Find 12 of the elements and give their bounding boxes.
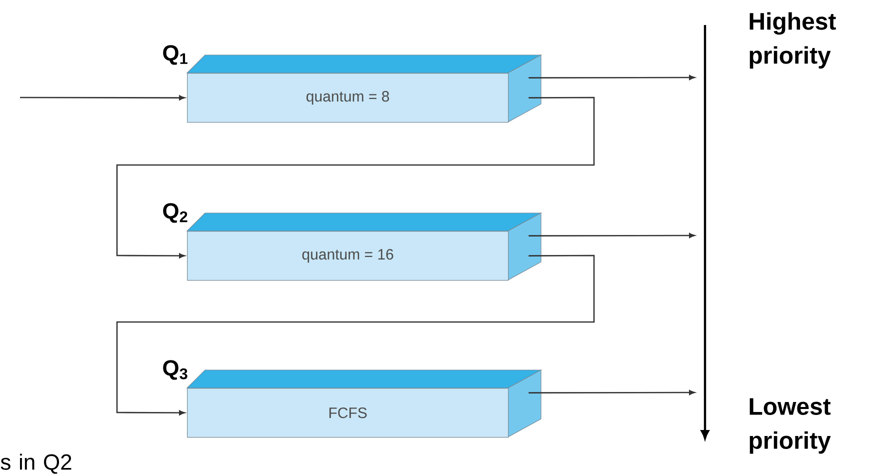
priority-label: Highest priority [750,12,836,69]
arrow [116,254,595,416]
queue-label: Q$_{1}$ [163,45,188,65]
arrow [528,233,695,238]
arrow [20,95,185,100]
priority-label: Lowest priority [750,398,831,454]
queue-label: Q$_{2}$ [163,203,188,223]
note-text: s in Q2 [0,454,72,474]
queue-label: Q$_{3}$ [163,360,188,380]
arrow [528,75,695,80]
arrow [116,96,595,258]
arrow [528,390,695,396]
